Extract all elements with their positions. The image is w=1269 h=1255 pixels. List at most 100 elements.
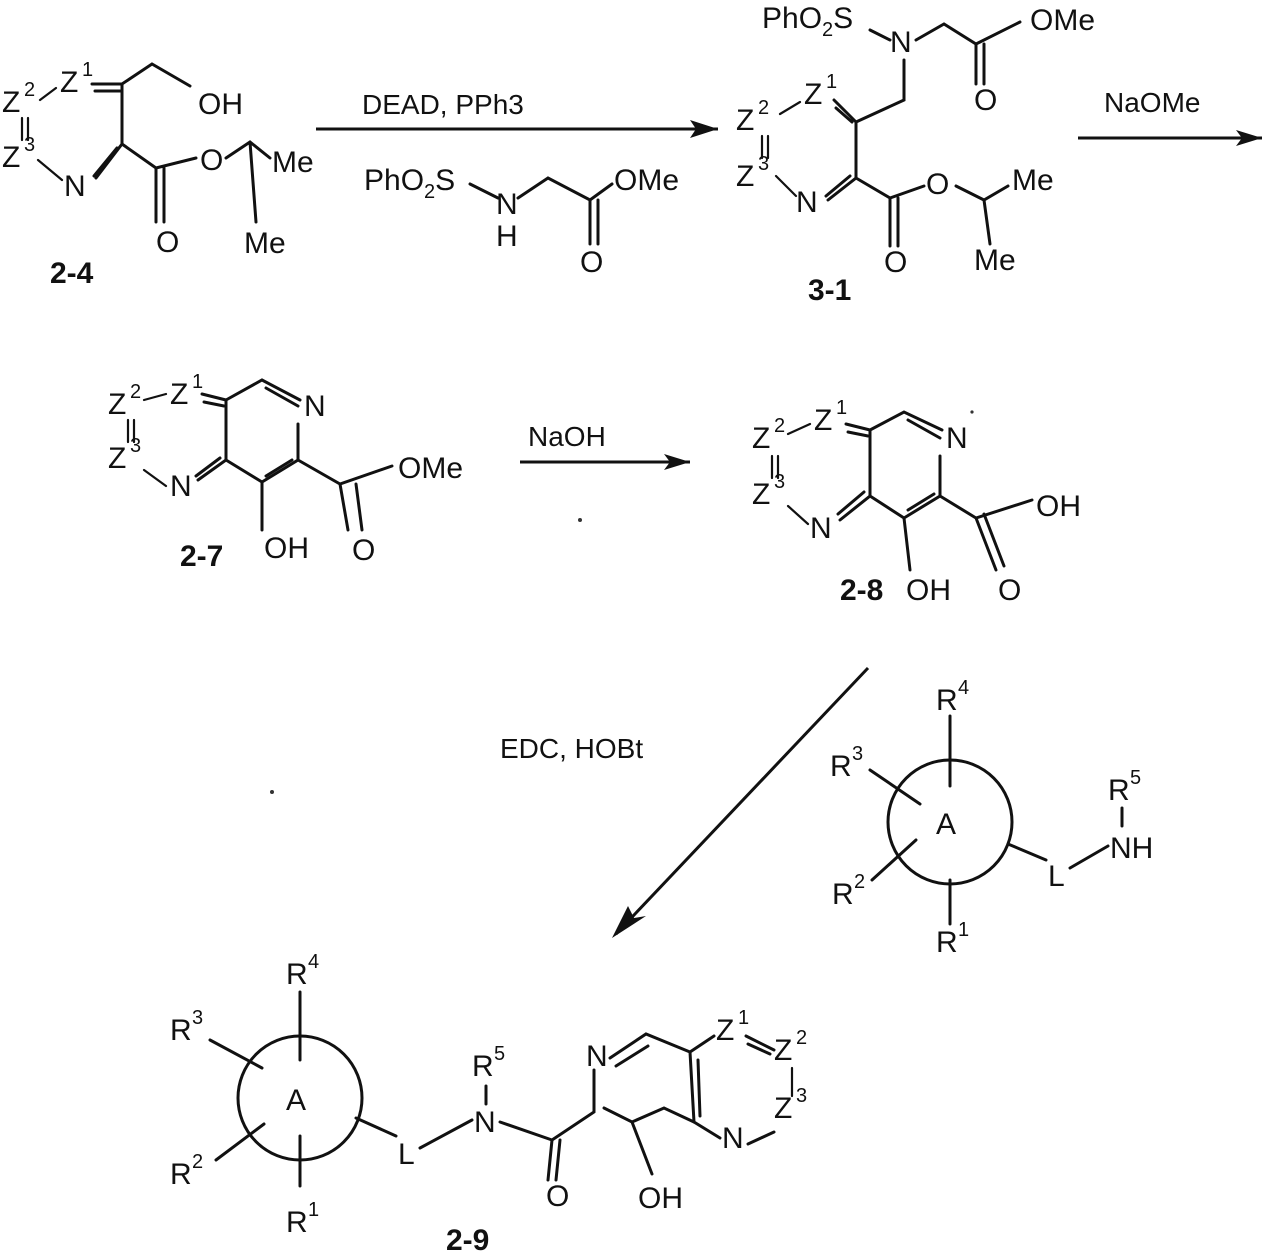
pyr-n-label-27: N xyxy=(304,390,326,423)
pyr-n-label-29: N xyxy=(586,1040,608,1073)
reagent-naoh: NaOH xyxy=(528,421,606,452)
z1-sup-29: 1 xyxy=(738,1007,749,1029)
pyr-n-label-28: N xyxy=(946,422,968,455)
compound-label-2-9: 2-9 xyxy=(446,1224,489,1255)
ester-o-label: O xyxy=(200,144,223,177)
n-label-31: N xyxy=(890,26,912,59)
r1-sup: 1 xyxy=(958,919,969,941)
scan-speck xyxy=(578,518,582,522)
carbonyl-o-label-r: O xyxy=(580,246,603,279)
ester-o-label-31: O xyxy=(926,168,949,201)
pho2s-label-31: PhO2S xyxy=(762,2,853,41)
z1-label-31: Z xyxy=(804,78,822,111)
n-label: N xyxy=(64,170,86,203)
z3-superscript: 3 xyxy=(24,134,35,156)
carbonyl-o-label-28: O xyxy=(998,574,1021,607)
ome-label-27: OMe xyxy=(398,452,463,485)
z-ring-bonds-27 xyxy=(128,394,166,486)
r4-label: R xyxy=(936,684,958,717)
z1-label-27: Z xyxy=(170,378,188,411)
r1-sup-29: 1 xyxy=(308,1199,319,1221)
z2-label-31: Z xyxy=(736,104,754,137)
z3-label-27: Z xyxy=(108,442,126,475)
compound-2-4-bonds xyxy=(92,64,270,222)
scan-speck xyxy=(970,410,973,413)
me-label-31b: Me xyxy=(974,244,1016,277)
z3-sup-29: 3 xyxy=(796,1085,807,1107)
me-label-2: Me xyxy=(244,227,286,260)
r5-sup: 5 xyxy=(1130,767,1141,789)
oh-label-29: OH xyxy=(638,1182,683,1215)
reagent-bonds xyxy=(470,178,612,244)
r5-label: R xyxy=(1108,774,1130,807)
compound-label-2-4: 2-4 xyxy=(50,257,94,290)
z-ring-bonds-28 xyxy=(772,424,810,524)
compound-3-1-structure: PhO2S N OMe O Z 1 Z 2 Z 3 N O O Me Me 3-… xyxy=(736,2,1095,307)
r3-sup-29: 3 xyxy=(192,1007,203,1029)
r1-label-29: R xyxy=(286,1206,308,1239)
r2-sup: 2 xyxy=(854,871,865,893)
r2-label: R xyxy=(832,878,854,911)
arrow-line-4 xyxy=(616,668,868,934)
nh-n-label: N xyxy=(496,188,518,221)
compound-2-4-structure: Z 1 Z 2 Z 3 N OH O O Me Me 2-4 xyxy=(2,59,314,290)
l-label: L xyxy=(1048,860,1065,893)
acid-oh-label-28: OH xyxy=(1036,490,1081,523)
z3-label-29: Z xyxy=(774,1092,792,1125)
z2-label-29: Z xyxy=(774,1034,792,1067)
r4-sup-29: 4 xyxy=(308,951,319,973)
z2-sup-31: 2 xyxy=(758,97,769,119)
r4-label-29: R xyxy=(286,958,308,991)
carbonyl-o-label-27: O xyxy=(352,534,375,567)
arrowhead-4 xyxy=(612,906,646,938)
compound-label-2-8: 2-8 xyxy=(840,574,883,607)
z1-sup-28: 1 xyxy=(836,397,847,419)
reagent-dead-pph3: DEAD, PPh3 xyxy=(362,89,524,120)
z3-label-31: Z xyxy=(736,160,754,193)
carbonyl-o-label: O xyxy=(156,226,179,259)
compound-2-8-structure: Z 1 Z 2 Z 3 N N OH O OH 2-8 xyxy=(752,397,1081,607)
z1-superscript: 1 xyxy=(82,59,93,81)
oh-label-27: OH xyxy=(264,532,309,565)
l-label-29: L xyxy=(398,1138,415,1171)
compound-3-1-bonds xyxy=(826,22,1020,246)
z1-sup-27: 1 xyxy=(192,371,203,393)
z3-sup-28: 3 xyxy=(774,471,785,493)
me-label-1: Me xyxy=(272,146,314,179)
ring-a-label: A xyxy=(936,808,956,841)
arrow-step-1: DEAD, PPh3 xyxy=(316,89,718,138)
r5-label-29: R xyxy=(472,1050,494,1083)
z1-label-29: Z xyxy=(716,1014,734,1047)
nh-label: NH xyxy=(1110,832,1153,865)
r1-label: R xyxy=(936,926,958,959)
scan-speck xyxy=(270,790,274,794)
amide-n-label-29: N xyxy=(474,1106,496,1139)
compound-2-7-structure: Z 1 Z 2 Z 3 N N OH OMe O 2-7 xyxy=(108,371,463,573)
carbonyl-o-label-31: O xyxy=(884,246,907,279)
z1-label-28: Z xyxy=(814,404,832,437)
ring-a-label-29: A xyxy=(286,1084,306,1117)
compound-2-7-bonds xyxy=(196,380,392,530)
compound-label-3-1: 3-1 xyxy=(808,274,851,307)
compound-2-8-bonds xyxy=(838,412,1032,570)
z2-sup-27: 2 xyxy=(130,381,141,403)
oh-label: OH xyxy=(198,88,243,121)
z1-label: Z xyxy=(60,66,78,99)
ring-n-label-27: N xyxy=(170,470,192,503)
ome-label-31: OMe xyxy=(1030,4,1095,37)
amine-reagent-bonds xyxy=(870,716,1122,924)
r3-sup: 3 xyxy=(852,743,863,765)
z2-superscript: 2 xyxy=(24,79,35,101)
ome-label: OMe xyxy=(614,164,679,197)
arrow-step-4: EDC, HOBt xyxy=(500,668,868,938)
ring-n-label-28: N xyxy=(810,512,832,545)
arrow-step-3: NaOH xyxy=(520,421,690,470)
ring-n-label-29: N xyxy=(722,1122,744,1155)
z-ring-bonds xyxy=(22,88,62,180)
z2-label: Z xyxy=(2,86,20,119)
r5-sup-29: 5 xyxy=(494,1043,505,1065)
me-label-31a: Me xyxy=(1012,164,1054,197)
amide-o-label-29: O xyxy=(546,1180,569,1213)
reagent-edc-hobt: EDC, HOBt xyxy=(500,733,643,764)
compound-label-2-7: 2-7 xyxy=(180,540,223,573)
